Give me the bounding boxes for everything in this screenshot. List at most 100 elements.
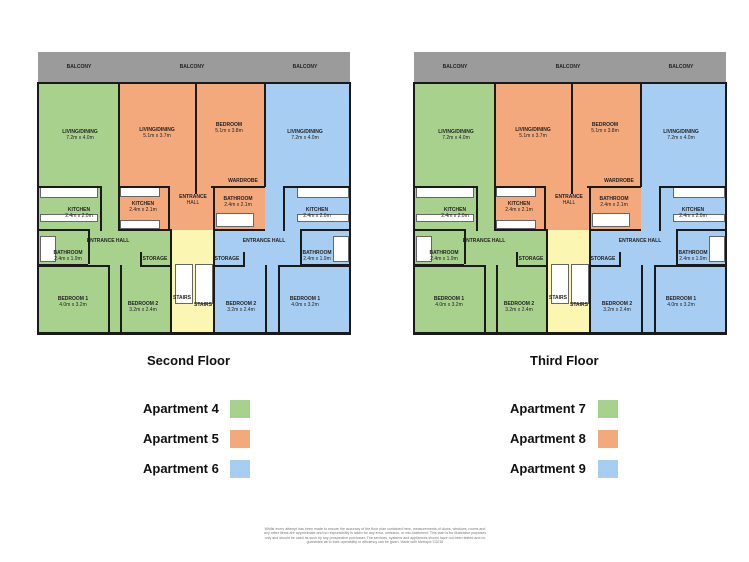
room-dimensions: 2.4m x 2.1m [129,207,157,213]
wall [118,186,168,188]
wall [118,186,120,231]
apartment-area [591,230,641,335]
room-dimensions: 2.4m x 2.0m [679,213,707,219]
wall [265,265,267,335]
room-label: STAIRS [194,302,212,308]
room-dimensions: 7.2m x 4.0m [442,135,470,141]
wall [516,265,546,267]
wall [619,252,621,266]
wall [168,186,170,231]
room-dimensions: 2.4m x 1.9m [430,256,458,262]
room-name: STAIRS [549,295,567,301]
legend-swatch-green [598,400,618,418]
room-dimensions: 4.0m x 3.2m [59,302,87,308]
room-name: BATHROOM [429,250,459,256]
room-name: STAIRS [194,302,212,308]
wall [414,332,726,335]
room-name: KITCHEN [681,207,705,213]
room-name: BEDROOM 1 [433,296,465,302]
room-dimensions: 2.4m x 2.1m [600,202,628,208]
wall [725,82,727,335]
room-name: BEDROOM [215,122,243,128]
room-dimensions: HALL [562,200,576,206]
room-dimensions: 3.2m x 2.4m [227,307,255,313]
room-name: BATHROOM [678,250,708,256]
room-label: STORAGE [143,256,168,262]
room-name: STORAGE [590,256,616,262]
legend-swatch-blue [598,460,618,478]
apartment-area [118,82,265,230]
fixture [175,264,193,304]
fixture [551,264,569,304]
wall [278,265,280,335]
apartment-area [414,82,494,335]
room-name: ENTRANCE [179,194,207,200]
apartment-area [118,230,170,335]
room-name: BATHROOM [599,196,629,202]
wall [659,186,726,188]
wall [120,265,122,335]
room-name: BATHROOM [53,250,83,256]
room-label: STAIRS [570,302,588,308]
room-name: BALCONY [179,64,205,70]
fixture [496,220,536,229]
fixture [40,236,56,262]
wall [38,265,108,267]
room-name: LIVING/DINING [62,129,98,135]
room-name: STORAGE [142,256,168,262]
room-name: STORAGE [518,256,544,262]
room-label: WARDROBE [228,178,258,184]
wall [414,229,464,231]
legend-label: Apartment 5 [143,431,219,446]
legend-label: Apartment 9 [510,461,586,476]
room-label: BALCONY [669,64,694,70]
fixture [416,236,432,262]
room-name: BEDROOM 2 [601,301,633,307]
apartment-area [494,230,546,335]
balcony [120,52,265,82]
wall [213,186,215,231]
room-name: KITCHEN [305,207,329,213]
room-dimensions: 2.4m x 1.9m [679,256,707,262]
legend-label: Apartment 4 [143,401,219,416]
wall [213,229,215,335]
balcony [496,52,641,82]
room-name: BEDROOM 1 [289,296,321,302]
room-dimensions: 3.2m x 2.4m [603,307,631,313]
room-label: BALCONY [67,64,92,70]
room-dimensions: 5.1m x 3.8m [215,128,243,134]
room-name: LIVING/DINING [663,129,699,135]
fixture [120,220,160,229]
wall [88,229,90,264]
wall [108,265,110,335]
room-name: KITCHEN [131,201,155,207]
room-name: ENTRANCE [555,194,583,200]
room-dimensions: 4.0m x 3.2m [435,302,463,308]
wall [654,265,726,267]
room-name: BATHROOM [223,196,253,202]
wall [300,229,302,264]
room-label: STORAGE [519,256,544,262]
wall [140,265,170,267]
room-label: STORAGE [591,256,616,262]
fixture [195,264,213,304]
wall [496,265,498,335]
floor-title-second: Second Floor [147,353,231,368]
room-name: STORAGE [214,256,240,262]
